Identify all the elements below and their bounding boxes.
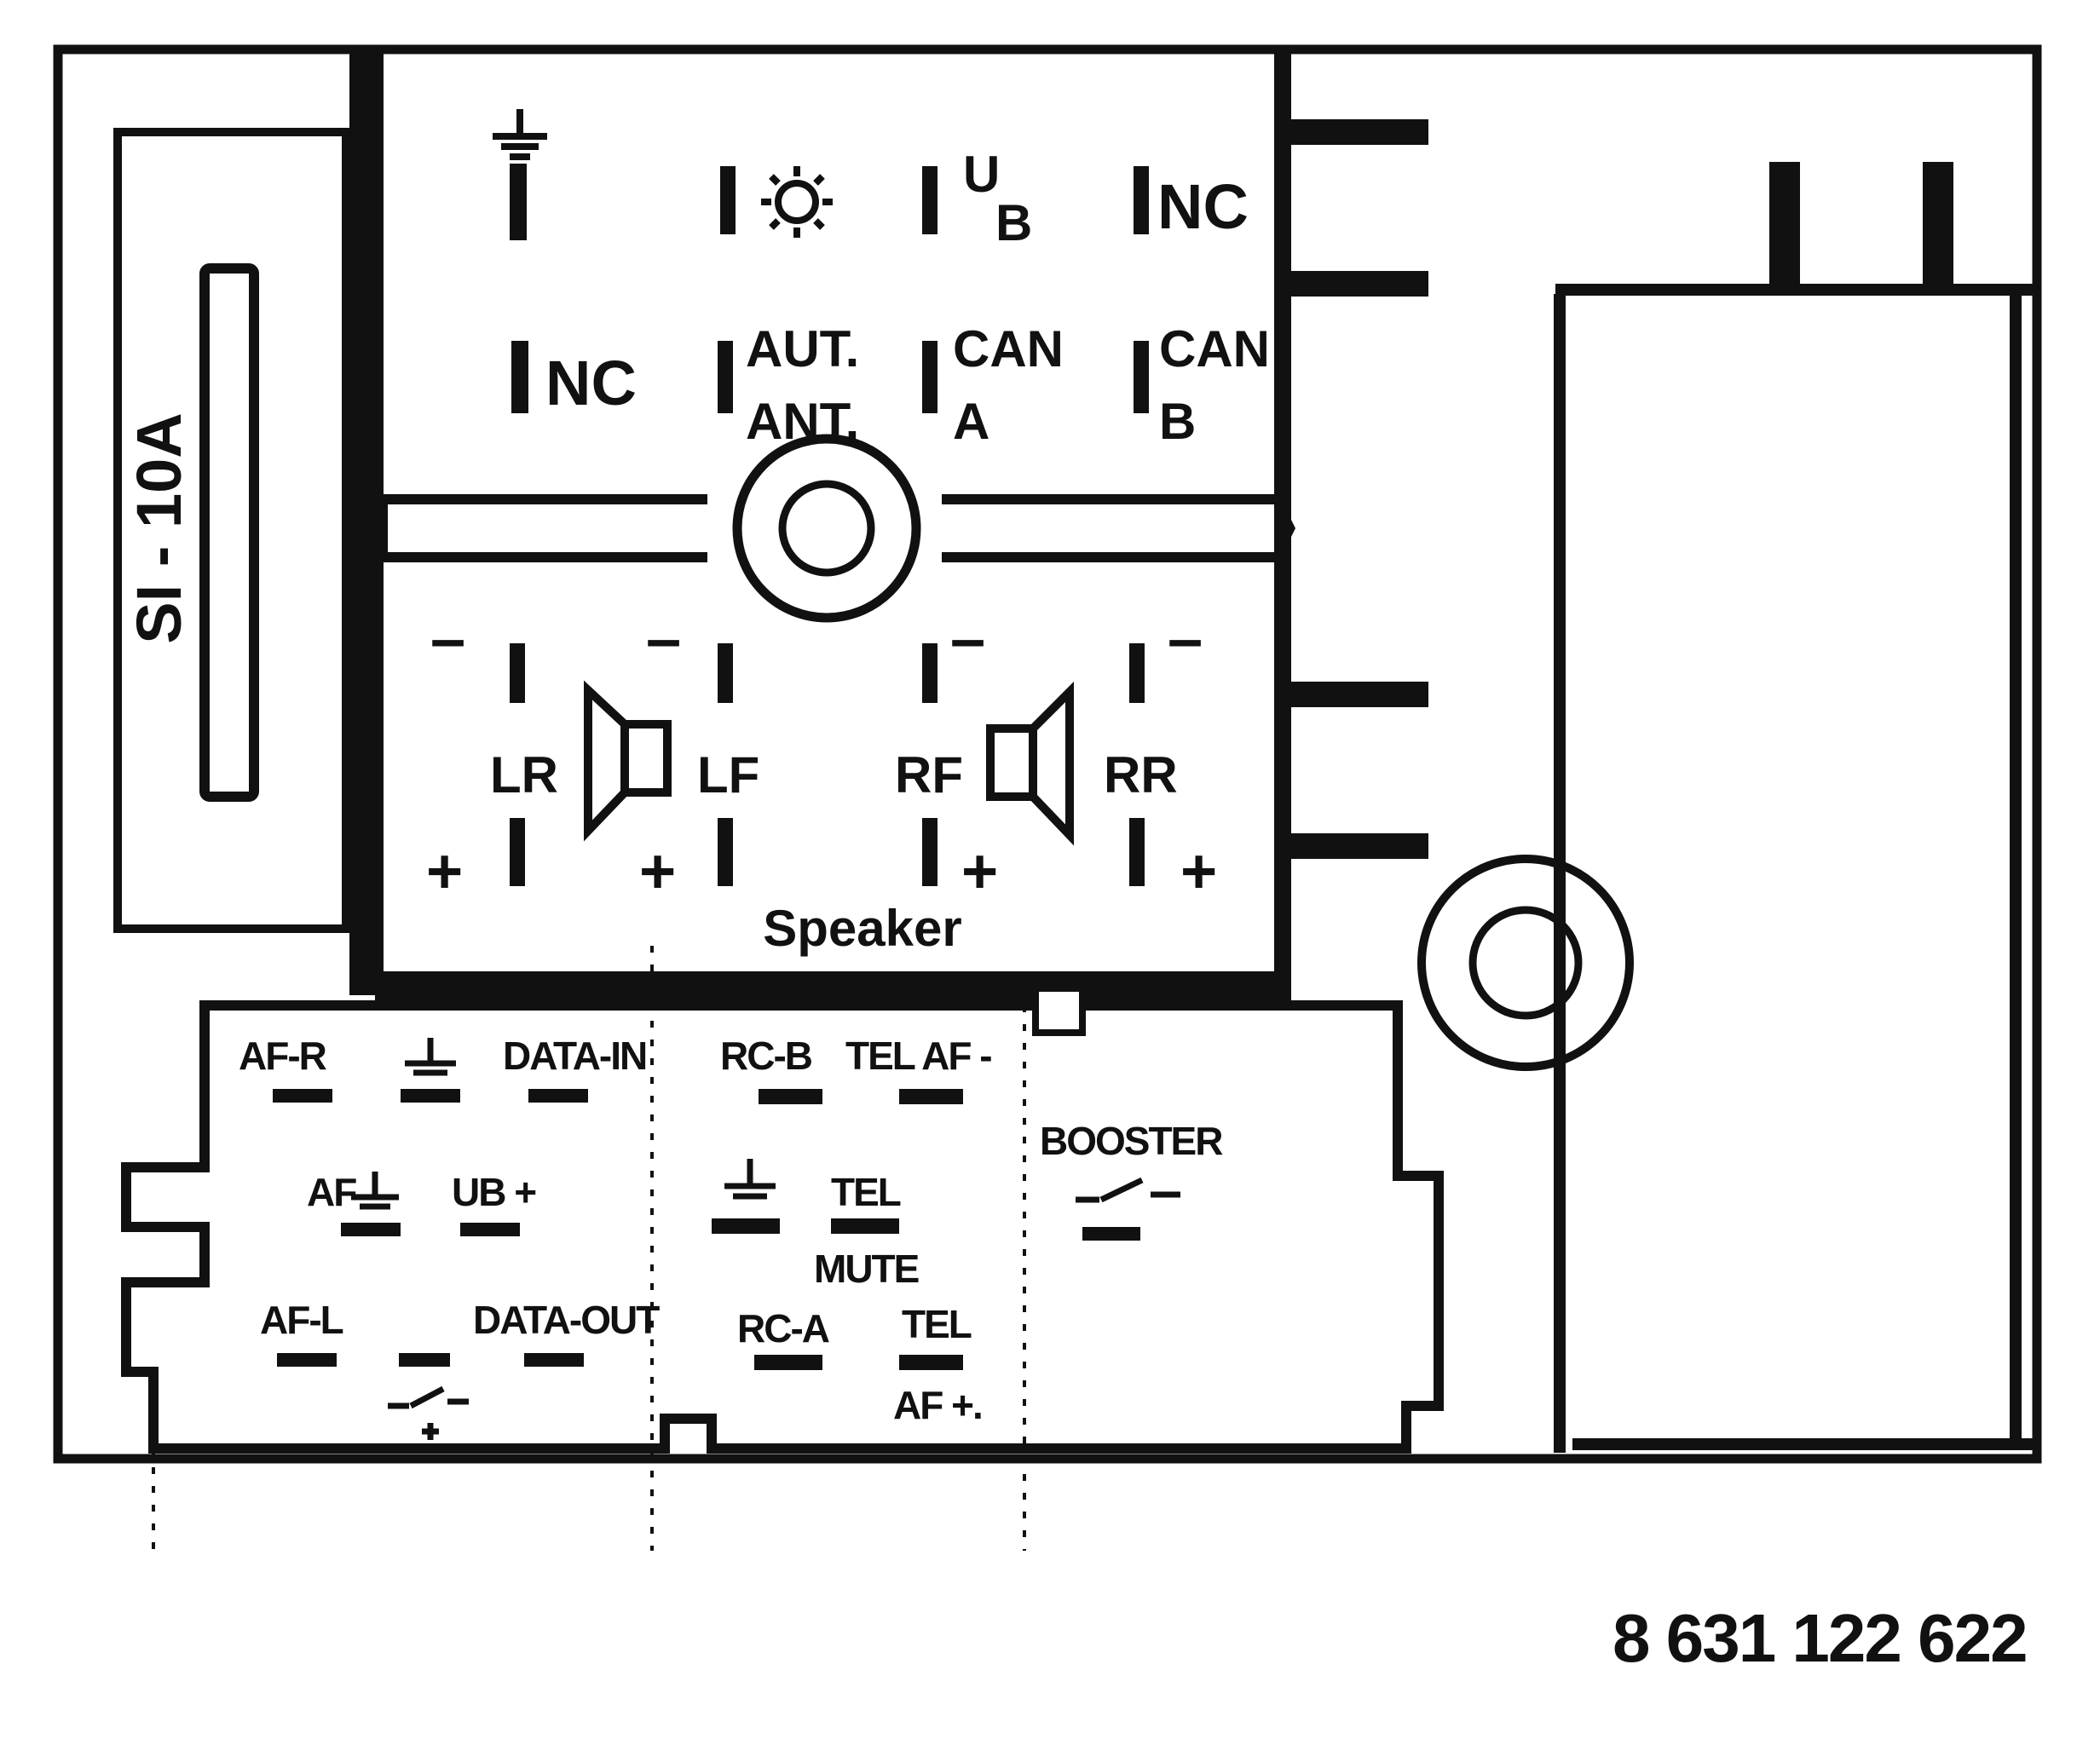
tel-af-label: TEL (902, 1302, 972, 1346)
lower-connector (121, 946, 1444, 1551)
ant-label: ANT. (746, 393, 859, 450)
ground-icon (351, 1172, 399, 1210)
af-r-label: AF-R (239, 1034, 327, 1078)
rr-plus: + (1180, 836, 1217, 907)
speaker-title: Speaker (763, 900, 962, 957)
lf-plus: + (639, 836, 676, 907)
pin-light (720, 166, 833, 238)
nc-bottom-label: NC (545, 348, 637, 418)
rf-label: RF (895, 746, 963, 803)
speaker-lf: – LF + (639, 603, 759, 907)
pin-nc-bottom: NC (511, 341, 637, 418)
rr-label: RR (1104, 746, 1178, 803)
ub-sub-label: B (995, 194, 1032, 251)
lower-block-b: RC-B TEL AF - TEL MUTE RC-A TEL AF +. (712, 1034, 993, 1427)
lf-label: LF (697, 746, 759, 803)
pin-ub: U B (922, 146, 1032, 251)
outer-housing (53, 44, 2042, 1464)
ground-icon (724, 1159, 776, 1200)
fuse-panel: SI - 10A (113, 128, 350, 933)
data-in-label: DATA-IN (503, 1034, 646, 1078)
speaker-rr: – RR + (1104, 603, 1217, 907)
pin-ground-top (493, 109, 547, 240)
ub-plus-label: UB + (452, 1170, 535, 1214)
speaker-lr: – LR + (426, 603, 558, 907)
lf-minus: – (646, 603, 681, 674)
rc-a-label: RC-A (737, 1306, 829, 1351)
light-icon (761, 166, 833, 238)
rf-plus: + (961, 836, 998, 907)
ground-icon (493, 109, 547, 160)
can-a-label: CAN (953, 320, 1064, 377)
af-l-label: AF-L (260, 1298, 343, 1342)
tel-af-minus-label: TEL AF - (845, 1034, 991, 1078)
rc-b-label: RC-B (720, 1034, 812, 1078)
pin-can-b: CAN B (1134, 320, 1270, 450)
lower-block-a: AF-R DATA-IN AF UB + AF-L DATA-OUT (239, 1034, 661, 1440)
rr-minus: – (1168, 603, 1203, 674)
ub-label: U (963, 146, 1000, 203)
speaker-section: – LR + – LF + – RF + – RR + (426, 603, 1217, 957)
can-a-sub: A (953, 393, 989, 450)
speaker-rf: – RF + (895, 603, 998, 907)
nc-top-label: NC (1157, 171, 1249, 242)
can-b-label: CAN (1159, 320, 1270, 377)
upper-pin-block: U B NC NC AUT. ANT. CAN A CAN B (366, 109, 1295, 1002)
tel-label: TEL (831, 1170, 901, 1214)
lr-plus: + (426, 836, 463, 907)
af-label: AF (307, 1170, 356, 1214)
lr-minus: – (430, 603, 465, 674)
af-plus-label: AF +. (893, 1383, 982, 1427)
part-number: 8 631 122 622 (1612, 1600, 2027, 1676)
switch-icon (1076, 1177, 1180, 1203)
pin-aut-ant: AUT. ANT. (718, 320, 859, 450)
rf-minus: – (950, 603, 985, 674)
fuse-label: SI - 10A (124, 412, 194, 643)
lr-label: LR (490, 746, 558, 803)
ground-icon (405, 1038, 456, 1076)
data-out-label: DATA-OUT (473, 1298, 660, 1342)
booster-label: BOOSTER (1040, 1119, 1223, 1163)
mute-label: MUTE (814, 1247, 919, 1291)
pin-nc-top: NC (1134, 166, 1249, 242)
booster-section: BOOSTER (1040, 1119, 1225, 1241)
speaker-icon (986, 681, 1074, 846)
pin-can-a: CAN A (922, 320, 1064, 450)
speaker-icon (584, 680, 672, 842)
aut-label: AUT. (746, 320, 859, 377)
switch-icon (388, 1385, 469, 1440)
can-b-sub: B (1159, 393, 1196, 450)
